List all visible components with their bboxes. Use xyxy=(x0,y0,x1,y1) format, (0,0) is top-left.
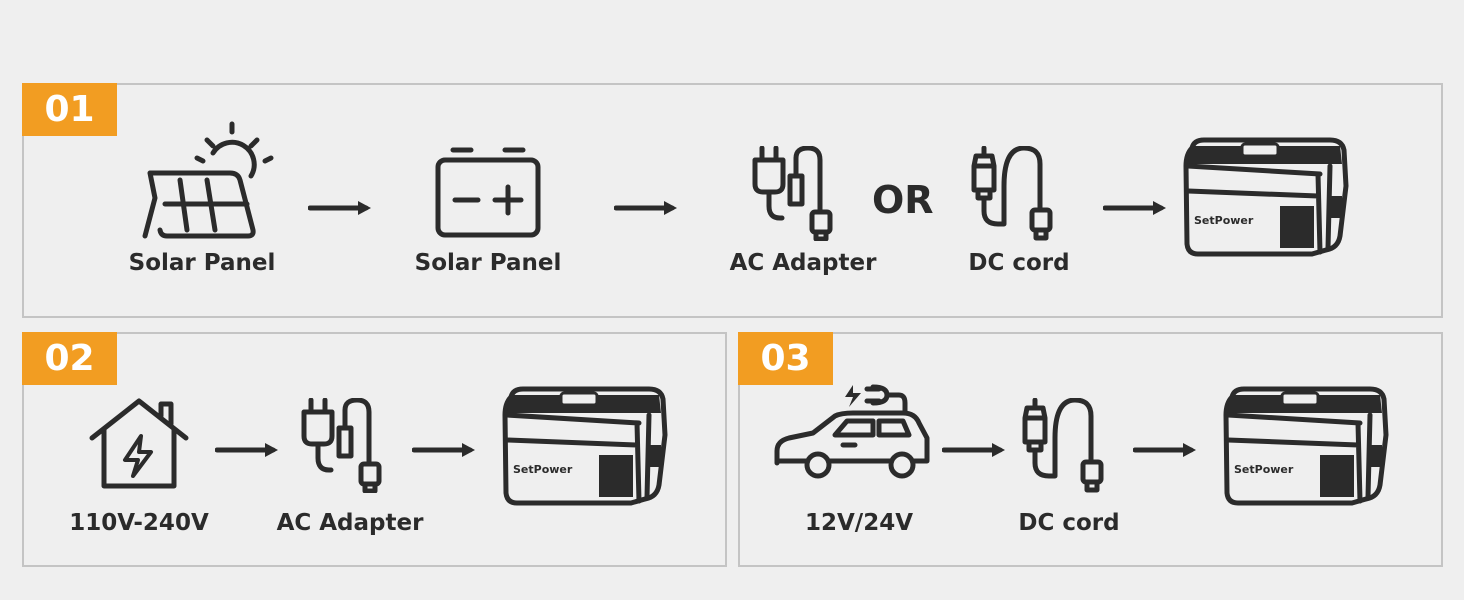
arrow-right-icon xyxy=(215,442,279,458)
step-badge: 02 xyxy=(22,332,117,385)
step-label: 110V-240V xyxy=(69,510,209,536)
step-badge: 01 xyxy=(22,83,117,136)
fridge-icon xyxy=(1180,136,1350,258)
ac-adapter-icon xyxy=(299,398,394,493)
step-label: 12V/24V xyxy=(804,510,914,536)
panel-ac-charging: 02 xyxy=(22,332,727,567)
or-text: OR xyxy=(872,178,934,222)
panel-solar-charging: 01 xyxy=(22,83,1443,318)
arrow-right-icon xyxy=(1133,442,1197,458)
fridge-icon xyxy=(499,385,669,507)
car-charging-icon xyxy=(773,383,933,493)
panel-car-charging: 03 xyxy=(738,332,1443,567)
battery-icon xyxy=(433,145,543,240)
step-label: AC Adapter xyxy=(729,250,877,276)
step-badge: 03 xyxy=(738,332,833,385)
arrow-right-icon xyxy=(308,200,372,216)
arrow-right-icon xyxy=(614,200,678,216)
solar-panel-icon xyxy=(134,118,276,243)
step-label: DC cord xyxy=(968,250,1070,276)
arrow-right-icon xyxy=(1103,200,1167,216)
house-power-icon xyxy=(89,396,189,491)
step-label: AC Adapter xyxy=(276,510,424,536)
step-label: Solar Panel xyxy=(128,250,276,276)
step-label: Solar Panel xyxy=(414,250,562,276)
dc-cord-icon xyxy=(968,146,1063,241)
fridge-icon xyxy=(1220,385,1390,507)
step-label: DC cord xyxy=(1018,510,1120,536)
dc-cord-icon xyxy=(1019,398,1114,493)
ac-adapter-icon xyxy=(750,146,845,241)
arrow-right-icon xyxy=(412,442,476,458)
arrow-right-icon xyxy=(942,442,1006,458)
